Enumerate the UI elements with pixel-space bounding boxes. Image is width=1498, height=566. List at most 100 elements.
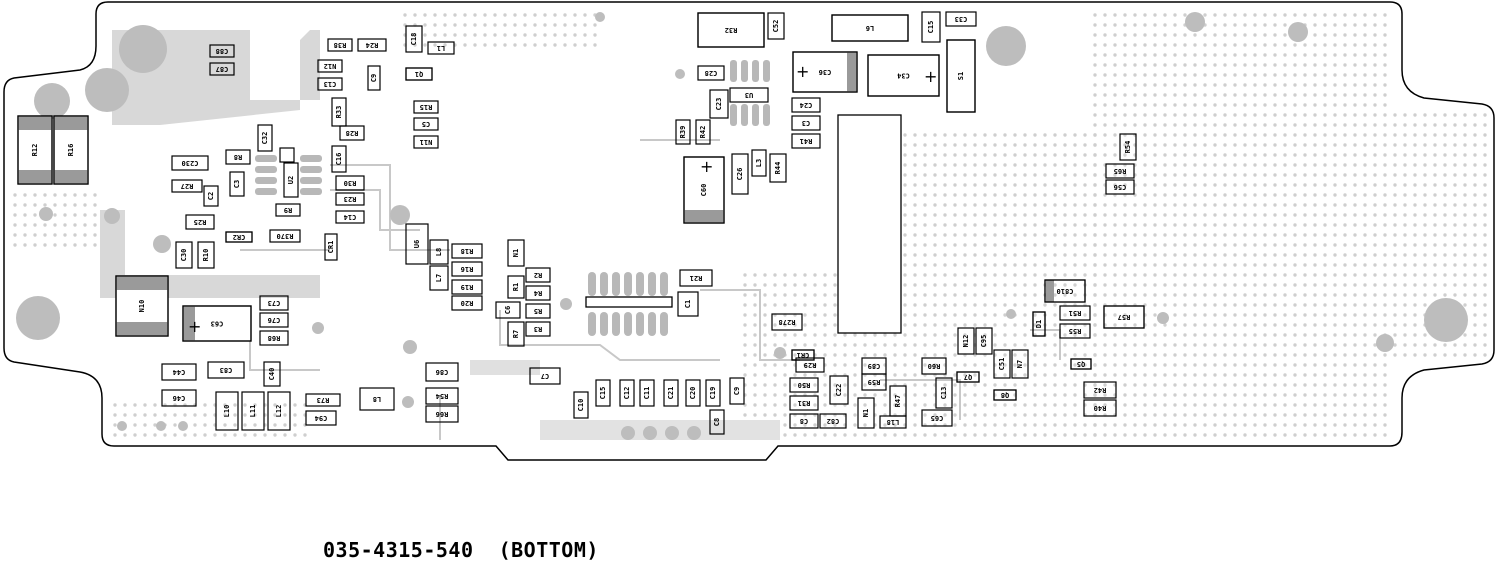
component-body	[331, 145, 347, 173]
component-body	[767, 12, 785, 40]
component-ref-label: C1	[684, 300, 692, 308]
component-r44: R44	[769, 153, 787, 183]
component-r370: R370	[269, 229, 301, 243]
component-body	[327, 38, 353, 52]
component-ref-label: C15	[599, 387, 607, 400]
component-ref-label: C5	[422, 120, 430, 128]
component-ref-label: C89	[868, 362, 881, 370]
component-ref-label: R30	[344, 179, 357, 187]
component-c13: C13	[935, 377, 953, 409]
component-ref-label: R16	[461, 265, 474, 273]
component-ref-label: R4	[534, 289, 542, 297]
component-c9: C9	[367, 65, 381, 91]
component-body	[197, 241, 215, 269]
component-body	[639, 379, 655, 407]
component-c30: C30	[175, 241, 193, 269]
component-r55: R55	[1059, 323, 1091, 339]
component-body	[507, 239, 525, 267]
component-body	[705, 379, 721, 407]
component-r66: R66	[425, 405, 459, 423]
component-ref-label: R5	[534, 307, 542, 315]
component-body	[663, 379, 679, 407]
component-body	[367, 65, 381, 91]
component-r4: R4	[525, 285, 551, 301]
component-r28: R28	[339, 125, 365, 141]
component-body	[729, 87, 769, 103]
component-r23: R23	[335, 192, 365, 206]
component-body	[507, 275, 525, 299]
component-ref-label: C11	[643, 387, 651, 400]
component-c6: C6	[495, 301, 521, 319]
component-c15: C15	[921, 11, 941, 43]
component-r9: R9	[275, 203, 301, 217]
component-ref-label: C810	[1057, 287, 1074, 295]
component-r38: R38	[327, 38, 353, 52]
component-ref-label: C23	[715, 98, 723, 111]
component-c5: C5	[413, 117, 439, 131]
component-r68: R68	[259, 330, 289, 346]
component-r40: R40	[1083, 399, 1117, 417]
component-body	[857, 397, 875, 429]
component-ref-label: C9	[370, 74, 378, 82]
component-ref-label: C73	[268, 299, 281, 307]
component-body	[182, 305, 252, 342]
component-ref-label: C19	[709, 387, 717, 400]
component-body	[275, 203, 301, 217]
component-body	[359, 387, 395, 411]
component-ref-label: C16	[335, 153, 343, 166]
component-ref-label: R44	[774, 162, 782, 175]
component-body	[263, 361, 281, 387]
component-r32: R32	[697, 12, 765, 48]
component-body	[1105, 179, 1135, 195]
component-ref-label: C21	[667, 387, 675, 400]
component-s1: S1	[946, 39, 976, 113]
component-ref-label: C33	[955, 15, 968, 23]
component-c10: C10	[573, 391, 589, 419]
component-r60: R60	[921, 357, 947, 375]
component-body	[573, 391, 589, 419]
component-body	[795, 357, 825, 373]
component-body	[413, 135, 439, 149]
component-c33: C33	[945, 11, 977, 27]
component-ref-label: R65	[1114, 167, 1127, 175]
component-c18: C18	[405, 25, 423, 53]
component-l7: L7	[429, 265, 449, 291]
component-ref-label: R33	[335, 106, 343, 119]
component-body	[171, 155, 209, 171]
component-r18: R18	[451, 243, 483, 259]
component-ref-label: L10	[223, 405, 231, 418]
component-c20: C20	[685, 379, 701, 407]
component-r12: R12	[17, 115, 53, 185]
component-u6: U6	[405, 223, 429, 265]
component-body	[175, 241, 193, 269]
component-body	[789, 377, 819, 393]
component-body	[921, 409, 953, 427]
component-ref-label: R40	[1094, 404, 1107, 412]
component-body	[451, 279, 483, 295]
component-body	[791, 133, 821, 149]
component-ref-label: U3	[745, 91, 753, 99]
component-body	[975, 327, 993, 355]
component-body	[429, 239, 449, 265]
component-ref-label: C3	[802, 119, 810, 127]
svg-text:+: +	[924, 67, 937, 86]
component-body	[935, 377, 953, 409]
component-l11: L11	[241, 391, 265, 431]
component-body	[17, 115, 53, 185]
component-r30: R30	[335, 175, 365, 191]
component-ref-label: L8	[373, 395, 381, 403]
component-body	[283, 162, 299, 198]
component-ref-label: C9	[733, 387, 741, 395]
component-n10: N10	[115, 275, 169, 337]
component-body	[225, 149, 251, 165]
component-body	[683, 156, 725, 224]
component-ref-label: C65	[931, 414, 944, 422]
component-c13: C13	[317, 77, 343, 91]
component-r41: R41	[791, 133, 821, 149]
component-ref-label: Q7	[964, 373, 972, 381]
component-c21: C21	[663, 379, 679, 407]
component-ref-label: C10	[577, 399, 585, 412]
component-body	[595, 379, 611, 407]
